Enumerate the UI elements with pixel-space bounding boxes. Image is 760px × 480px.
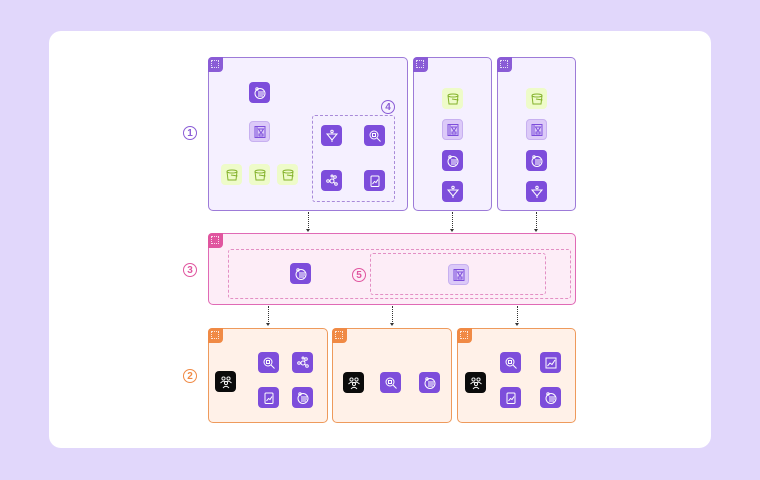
- document-chart-icon: [500, 387, 521, 408]
- analytics-list-icon: [526, 150, 547, 171]
- analytics-list-icon: [540, 387, 561, 408]
- arrow-head-icon: [266, 323, 270, 326]
- users-group-icon: [465, 372, 486, 393]
- bucket-icon: [442, 88, 463, 109]
- bucket-icon: [277, 164, 298, 185]
- document-chart-icon: [364, 170, 385, 191]
- label-4-badge: 4: [381, 100, 395, 114]
- account-corner-icon: [208, 233, 223, 248]
- analytics-list-icon: [419, 372, 440, 393]
- graph-network-icon: [321, 170, 342, 191]
- arrow-head-icon: [534, 229, 538, 232]
- label-2-badge: 2: [183, 369, 197, 383]
- connector-line: [308, 212, 309, 230]
- users-group-icon: [215, 371, 236, 392]
- search-inspect-icon: [380, 372, 401, 393]
- arrow-head-icon: [450, 229, 454, 232]
- account-corner-icon: [497, 57, 512, 72]
- arrow-head-icon: [515, 323, 519, 326]
- funnel-icon: [442, 181, 463, 202]
- glue-catalog-icon: [249, 121, 270, 142]
- account-corner-icon: [208, 328, 223, 343]
- search-inspect-icon: [500, 352, 521, 373]
- graph-network-icon: [292, 352, 313, 373]
- analytics-list-icon: [290, 263, 311, 284]
- label-4-text: 4: [385, 101, 391, 113]
- connector-line: [517, 306, 518, 324]
- connector-line: [268, 306, 269, 324]
- account-corner-icon: [208, 57, 223, 72]
- bucket-icon: [526, 88, 547, 109]
- dashboard-chart-icon: [540, 352, 561, 373]
- group-5-boundary: [370, 253, 546, 295]
- analytics-list-icon: [292, 387, 313, 408]
- users-group-icon: [343, 372, 364, 393]
- glue-catalog-icon: [442, 119, 463, 140]
- arrow-head-icon: [306, 229, 310, 232]
- analytics-list-icon: [249, 82, 270, 103]
- label-3-badge: 3: [183, 263, 197, 277]
- glue-catalog-icon: [448, 264, 469, 285]
- label-5-badge: 5: [352, 268, 366, 282]
- funnel-icon: [526, 181, 547, 202]
- connector-line: [452, 212, 453, 230]
- bucket-icon: [249, 164, 270, 185]
- group-4-boundary: [312, 115, 395, 202]
- document-chart-icon: [258, 387, 279, 408]
- funnel-icon: [321, 125, 342, 146]
- label-1-text: 1: [187, 127, 193, 139]
- search-inspect-icon: [364, 125, 385, 146]
- glue-catalog-icon: [526, 119, 547, 140]
- governance-outer-boundary: [228, 249, 571, 299]
- analytics-list-icon: [442, 150, 463, 171]
- account-corner-icon: [332, 328, 347, 343]
- bucket-icon: [221, 164, 242, 185]
- account-corner-icon: [413, 57, 428, 72]
- label-2-text: 2: [187, 370, 193, 382]
- connector-line: [536, 212, 537, 230]
- label-3-text: 3: [187, 264, 193, 276]
- account-corner-icon: [457, 328, 472, 343]
- label-5-text: 5: [356, 269, 362, 281]
- label-1-badge: 1: [183, 126, 197, 140]
- central-governance-box: [208, 233, 576, 305]
- connector-line: [392, 306, 393, 324]
- arrow-head-icon: [390, 323, 394, 326]
- search-inspect-icon: [258, 352, 279, 373]
